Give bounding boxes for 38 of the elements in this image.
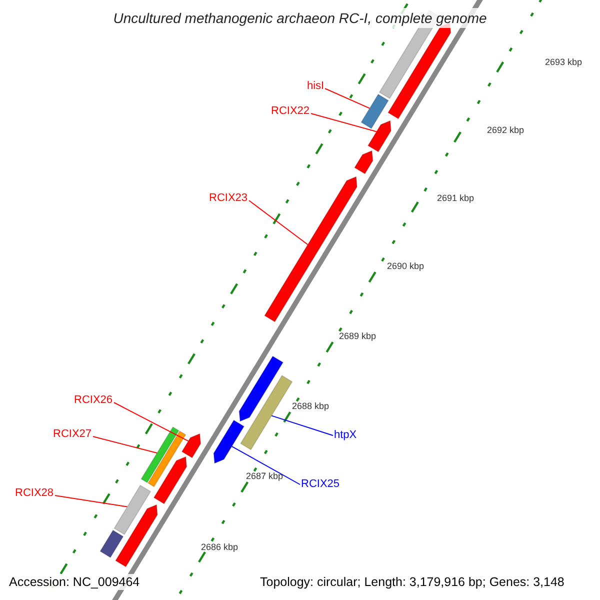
gene-label: RCIX28 <box>15 487 54 500</box>
gene-bar <box>367 120 392 152</box>
scale-label: 2691 kbp <box>437 193 474 204</box>
gene-bar <box>213 420 245 464</box>
scale-label: 2688 kbp <box>292 401 330 412</box>
leader-line <box>114 402 189 442</box>
leader-line <box>248 200 308 246</box>
scale-label: 2692 kbp <box>487 125 524 136</box>
gene-label: htpX <box>334 429 357 442</box>
gene-label: RCIX23 <box>209 192 248 205</box>
gene-bar <box>147 430 186 488</box>
gene-label: RCIX22 <box>271 105 310 118</box>
gene-bar <box>100 530 124 558</box>
gene-label: RCIX26 <box>74 394 113 407</box>
gene-bar <box>140 426 180 484</box>
gene-bar <box>264 176 358 322</box>
leader-line <box>271 415 334 436</box>
gene-bar <box>240 374 293 450</box>
scale-label: 2690 kbp <box>387 261 424 272</box>
leader-line <box>310 113 377 132</box>
leader-line <box>231 446 300 485</box>
scale-label: 2693 kbp <box>545 57 582 68</box>
gene-label: hisI <box>307 80 324 93</box>
gene-bar <box>354 150 374 174</box>
gene-bar <box>238 356 284 422</box>
scale-label: 2689 kbp <box>339 331 376 342</box>
leader-line <box>324 88 370 109</box>
gene-label: RCIX27 <box>53 428 92 441</box>
leader-line <box>54 495 128 508</box>
scale-label: 2686 kbp <box>201 542 238 553</box>
gene-bar <box>114 504 158 568</box>
info-text: Accession: NC_009464 <box>9 574 140 590</box>
info-text: Topology: circular; Length: 3,179,916 bp; Genes: 3,148 <box>260 574 564 590</box>
gene-bar <box>360 94 390 130</box>
gene-bar <box>114 484 152 536</box>
scale-label: 2687 kbp <box>246 471 284 482</box>
gene-bar <box>153 456 188 504</box>
gene-label: RCIX25 <box>301 478 340 491</box>
